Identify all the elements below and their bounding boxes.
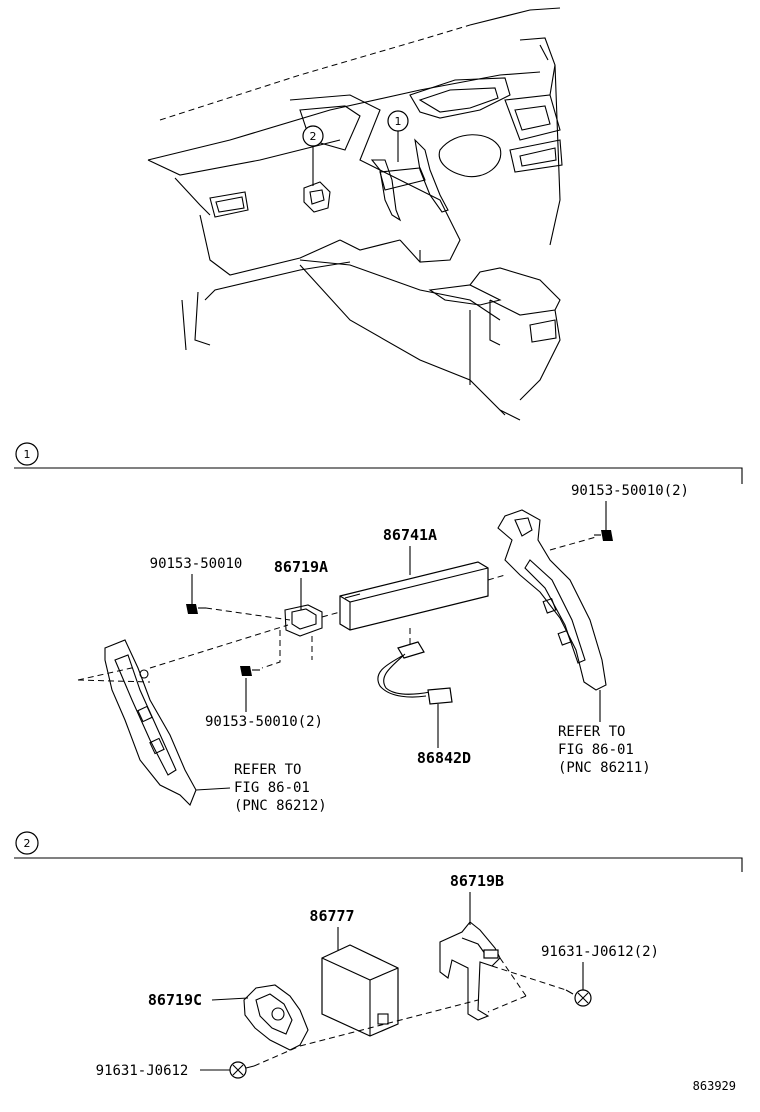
overview-callout-2: 2 [302,125,324,186]
module-86777 [321,944,399,1037]
bracket-86719C [243,984,309,1051]
section-1-divider [14,467,743,484]
label-86719A: 86719A [274,558,328,576]
label-bolt-left: 90153-50010 [150,556,243,572]
refer-right-line2: FIG 86-01 [558,742,634,758]
label-86741A: 86741A [383,526,437,544]
label-bolt-bottom: 90153-50010(2) [205,714,323,730]
right-mounting-bracket [497,509,607,691]
bracket-86719A [284,604,323,637]
label-screw-right: 91631-J0612(2) [541,944,659,960]
label-86842D: 86842D [417,749,471,767]
bolt-left-icon [186,604,206,614]
screw-right-icon [565,989,592,1007]
section-1: 1 [14,442,743,814]
section-1-marker-number: 1 [24,448,31,461]
label-screw-left: 91631-J0612 [96,1063,189,1079]
label-bolt-top-right: 90153-50010(2) [571,483,689,499]
section-2-marker [15,831,39,855]
callout-1-number: 1 [395,115,402,128]
bolt-bottom-icon [240,666,260,676]
section-1-marker [15,442,39,466]
bolt-top-right-icon [594,530,613,541]
label-86777: 86777 [309,907,354,925]
refer-left-line3: (PNC 86212) [234,798,327,814]
refer-left-line1: REFER TO [234,762,301,778]
screw-left-icon [229,1061,255,1079]
refer-note-left: REFER TO FIG 86-01 (PNC 86212) [195,762,327,814]
refer-right-line1: REFER TO [558,724,625,740]
overview-callout-1: 1 [387,110,409,162]
label-86719C: 86719C [148,991,202,1009]
dashboard-illustration [147,7,563,421]
section-2-divider [14,857,743,872]
refer-note-right: REFER TO FIG 86-01 (PNC 86211) [558,690,651,776]
figure-id: 863929 [693,1079,736,1093]
section-2: 2 [14,831,743,1079]
label-86719B: 86719B [450,872,504,890]
display-unit-86741A [339,561,489,631]
harness-86842D [377,641,453,705]
bracket-86719B [439,921,501,1021]
section-2-marker-number: 2 [24,837,31,850]
refer-right-line3: (PNC 86211) [558,760,651,776]
left-mounting-bracket [104,639,197,806]
callout-2-number: 2 [310,130,317,143]
refer-left-line2: FIG 86-01 [234,780,310,796]
